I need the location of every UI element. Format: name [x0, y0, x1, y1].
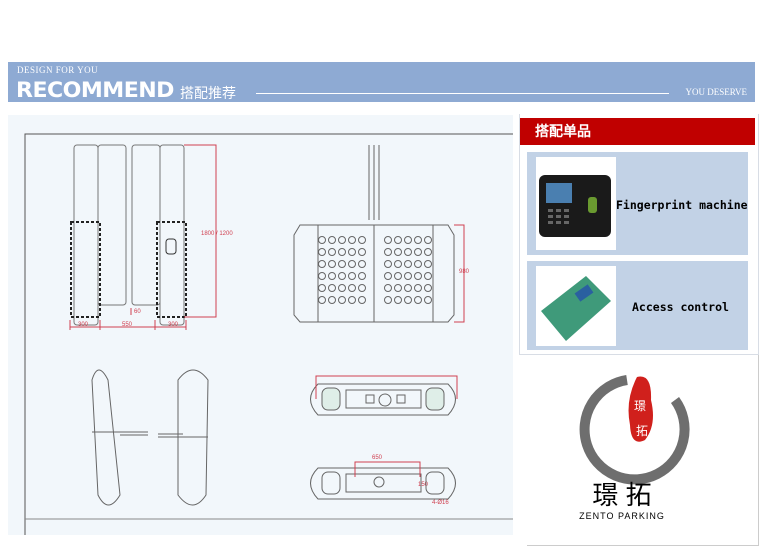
panel-hole [348, 284, 356, 292]
panel-hole [348, 236, 356, 244]
panel-hole [328, 260, 336, 268]
dim-base-150: 150 [418, 482, 429, 488]
dim-holes: 4-Ø16 [432, 500, 449, 506]
panel-hole [328, 272, 336, 280]
product-card-fingerprint[interactable]: Fingerprint machine [527, 152, 748, 255]
product-card-access-control[interactable]: Access control [527, 261, 748, 350]
panel-hole [424, 260, 432, 268]
panel-hole [338, 260, 346, 268]
sidebar-title: 搭配单品 [520, 118, 755, 145]
panel-hole [384, 248, 392, 256]
panel-hole [414, 260, 422, 268]
panel-hole [358, 236, 366, 244]
panel-hole [424, 296, 432, 304]
sidebar-title-text: 搭配单品 [535, 123, 591, 139]
dim-right-width: 300 [168, 322, 179, 328]
panel-hole [384, 296, 392, 304]
panel-hole [384, 236, 392, 244]
panel-hole [358, 272, 366, 280]
panel-hole [424, 284, 432, 292]
panel-hole [404, 248, 412, 256]
banner-title: RECOMMEND [16, 78, 174, 102]
panel-hole [404, 236, 412, 244]
panel-hole [394, 236, 402, 244]
banner-divider [256, 93, 669, 94]
dim-middle-width: 550 [122, 322, 133, 328]
panel-hole [424, 248, 432, 256]
panel-hole [318, 236, 326, 244]
company-logo: 璟 拓 璟 拓 ZENTO PARKING [527, 355, 759, 546]
access-control-board-image [536, 266, 616, 346]
panel-hole [348, 260, 356, 268]
dim-height: 1800 / 1200 [201, 231, 233, 237]
technical-drawing: 1800 / 1200 60 300 550 300 980 650 150 4… [8, 115, 513, 535]
panel-hole [404, 260, 412, 268]
turnstile-drawing: 1800 / 1200 60 300 550 300 980 650 150 4… [24, 133, 513, 535]
panel-hole [414, 248, 422, 256]
base-plan-top [310, 375, 458, 416]
panel-hole [404, 284, 412, 292]
product-label[interactable]: Fingerprint machine [616, 198, 748, 212]
panel-hole [414, 284, 422, 292]
product-label[interactable]: Access control [632, 300, 729, 314]
front-view [69, 144, 217, 330]
panel-hole [394, 284, 402, 292]
panel-hole [318, 296, 326, 304]
panel-hole [348, 296, 356, 304]
logo-english-name: ZENTO PARKING [579, 511, 665, 521]
panel-hole [318, 272, 326, 280]
dim-left-width: 300 [78, 322, 89, 328]
panel-hole [384, 284, 392, 292]
panel-hole [328, 296, 336, 304]
logo-chinese-name: 璟 拓 [592, 480, 652, 510]
panel-hole [348, 272, 356, 280]
panel-hole [338, 248, 346, 256]
panel-hole [338, 236, 346, 244]
panel-hole [338, 296, 346, 304]
panel-hole [414, 272, 422, 280]
panel-hole [394, 260, 402, 268]
panel-hole [318, 260, 326, 268]
panel-hole [394, 248, 402, 256]
dim-gap: 60 [134, 309, 141, 315]
side-view-holes [318, 236, 432, 304]
panel-hole [414, 296, 422, 304]
panel-hole [328, 236, 336, 244]
fingerprint-machine-image [536, 157, 616, 250]
banner-tagline: YOU DESERVE [685, 87, 747, 97]
panel-hole [328, 284, 336, 292]
panel-hole [404, 272, 412, 280]
panel-hole [394, 272, 402, 280]
panel-hole [358, 284, 366, 292]
panel-hole [338, 284, 346, 292]
base-plan-bottom [310, 461, 456, 500]
panel-hole [414, 236, 422, 244]
svg-text:璟: 璟 [634, 399, 646, 413]
banner-subtitle: DESIGN FOR YOU [17, 65, 99, 75]
panel-hole [348, 248, 356, 256]
panel-hole [328, 248, 336, 256]
panel-hole [404, 296, 412, 304]
panel-hole [384, 272, 392, 280]
panel-hole [318, 284, 326, 292]
dim-base-650: 650 [372, 455, 383, 461]
sidebar-frame [519, 114, 759, 355]
panel-hole [424, 236, 432, 244]
recommend-banner: DESIGN FOR YOU RECOMMEND 搭配推荐 YOU DESERV… [8, 62, 755, 102]
banner-chinese-title: 搭配推荐 [180, 85, 236, 101]
panel-hole [384, 260, 392, 268]
panel-hole [338, 272, 346, 280]
panel-hole [358, 296, 366, 304]
panel-hole [424, 272, 432, 280]
panel-hole [358, 260, 366, 268]
panel-hole [358, 248, 366, 256]
panel-hole [394, 296, 402, 304]
panel-hole [318, 248, 326, 256]
side-view [293, 145, 465, 323]
top-view-gates [91, 369, 209, 506]
svg-text:拓: 拓 [636, 424, 648, 438]
